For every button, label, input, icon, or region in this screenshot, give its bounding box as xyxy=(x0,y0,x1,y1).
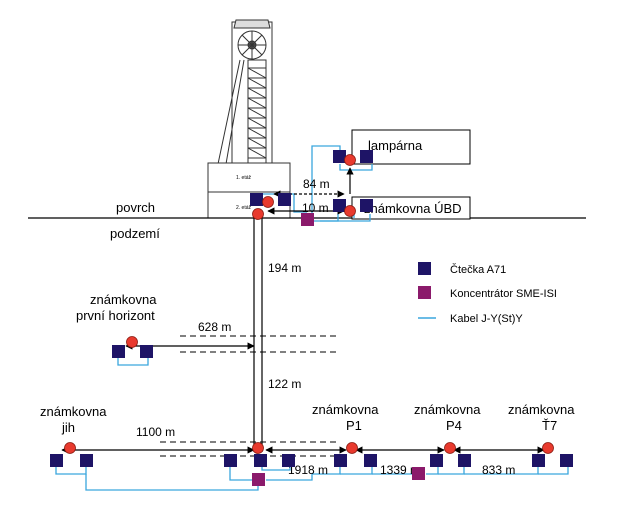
distance-p4: 1339 m xyxy=(380,463,420,477)
distance-south: 1100 m xyxy=(136,425,175,439)
reader-shaft-surface-2 xyxy=(278,193,291,206)
reader-t7-1 xyxy=(532,454,545,467)
reader-ubd-1 xyxy=(333,199,346,212)
legend-reader-label: Čtečka A71 xyxy=(450,263,506,276)
distance-p1: 1918 m xyxy=(288,463,328,477)
node-shaft-bottom xyxy=(252,442,264,454)
p1-label-2: P1 xyxy=(346,418,362,433)
headframe-tower xyxy=(217,19,273,165)
south-label-1: známkovna xyxy=(40,404,107,419)
reader-t7-2 xyxy=(560,454,573,467)
first-horizon-label-1: známkovna xyxy=(90,292,157,307)
legend-cable-label: Kabel J-Y(St)Y xyxy=(450,313,523,325)
node-t7 xyxy=(542,442,554,454)
nodes xyxy=(64,154,554,454)
legend-concentrator-label: Koncentrátor SME-ISI xyxy=(450,288,557,300)
node-p4 xyxy=(444,442,456,454)
p4-label-2: P4 xyxy=(446,418,462,433)
legend-reader-swatch xyxy=(418,262,431,275)
t7-label-2: Ť7 xyxy=(542,418,557,433)
distance-shaft-upper: 194 m xyxy=(268,261,301,275)
node-lamparna xyxy=(344,154,356,166)
surface-label: povrch xyxy=(116,200,155,215)
node-south xyxy=(64,442,76,454)
distance-first-horizon: 628 m xyxy=(198,320,231,334)
underground-label: podzemí xyxy=(110,226,160,241)
first-horizon-label-2: první horizont xyxy=(76,308,155,323)
lamparna-label: lampárna xyxy=(368,138,423,153)
floor-2-label: 2. etáž xyxy=(236,205,252,211)
legend: Čtečka A71 Koncentrátor SME-ISI Kabel J-… xyxy=(418,262,557,325)
reader-p1-2 xyxy=(364,454,377,467)
concentrator-surface xyxy=(301,213,314,226)
t7-label-1: známkovna xyxy=(508,402,575,417)
distance-lamparna: 84 m xyxy=(303,177,330,191)
p4-label-1: známkovna xyxy=(414,402,481,417)
reader-shaft-bottom-3 xyxy=(282,454,295,467)
node-ubd xyxy=(344,205,356,217)
concentrator-p4 xyxy=(412,467,425,480)
distance-ubd: 10 m xyxy=(302,201,329,215)
reader-p4-1 xyxy=(430,454,443,467)
reader-first-horizon-2 xyxy=(140,345,153,358)
headframe-building: 1. etáž 2. etáž xyxy=(207,162,291,219)
node-p1 xyxy=(346,442,358,454)
reader-lamparna-2 xyxy=(360,150,373,163)
floor-1-label: 1. etáž xyxy=(236,175,252,181)
reader-south-1 xyxy=(50,454,63,467)
distance-shaft-lower: 122 m xyxy=(268,377,301,391)
reader-first-horizon-1 xyxy=(112,345,125,358)
reader-ubd-2 xyxy=(360,199,373,212)
level-dashes xyxy=(160,335,336,457)
distance-t7: 833 m xyxy=(482,463,515,477)
concentrator-shaft-bottom xyxy=(252,473,265,486)
south-label-2: jih xyxy=(61,420,75,435)
ubd-label: známkovna ÚBD xyxy=(364,201,462,216)
reader-shaft-bottom-1 xyxy=(224,454,237,467)
node-shaft-surface xyxy=(262,196,274,208)
legend-concentrator-swatch xyxy=(418,286,431,299)
reader-p1-1 xyxy=(334,454,347,467)
node-first-horizon xyxy=(126,336,138,348)
p1-label-1: známkovna xyxy=(312,402,379,417)
reader-south-2 xyxy=(80,454,93,467)
concentrators xyxy=(252,213,425,486)
reader-shaft-surface xyxy=(250,193,263,206)
readers xyxy=(50,150,573,467)
node-shaft-top xyxy=(252,208,264,220)
reader-p4-2 xyxy=(458,454,471,467)
reader-shaft-bottom-2 xyxy=(254,454,267,467)
reader-lamparna-1 xyxy=(333,150,346,163)
